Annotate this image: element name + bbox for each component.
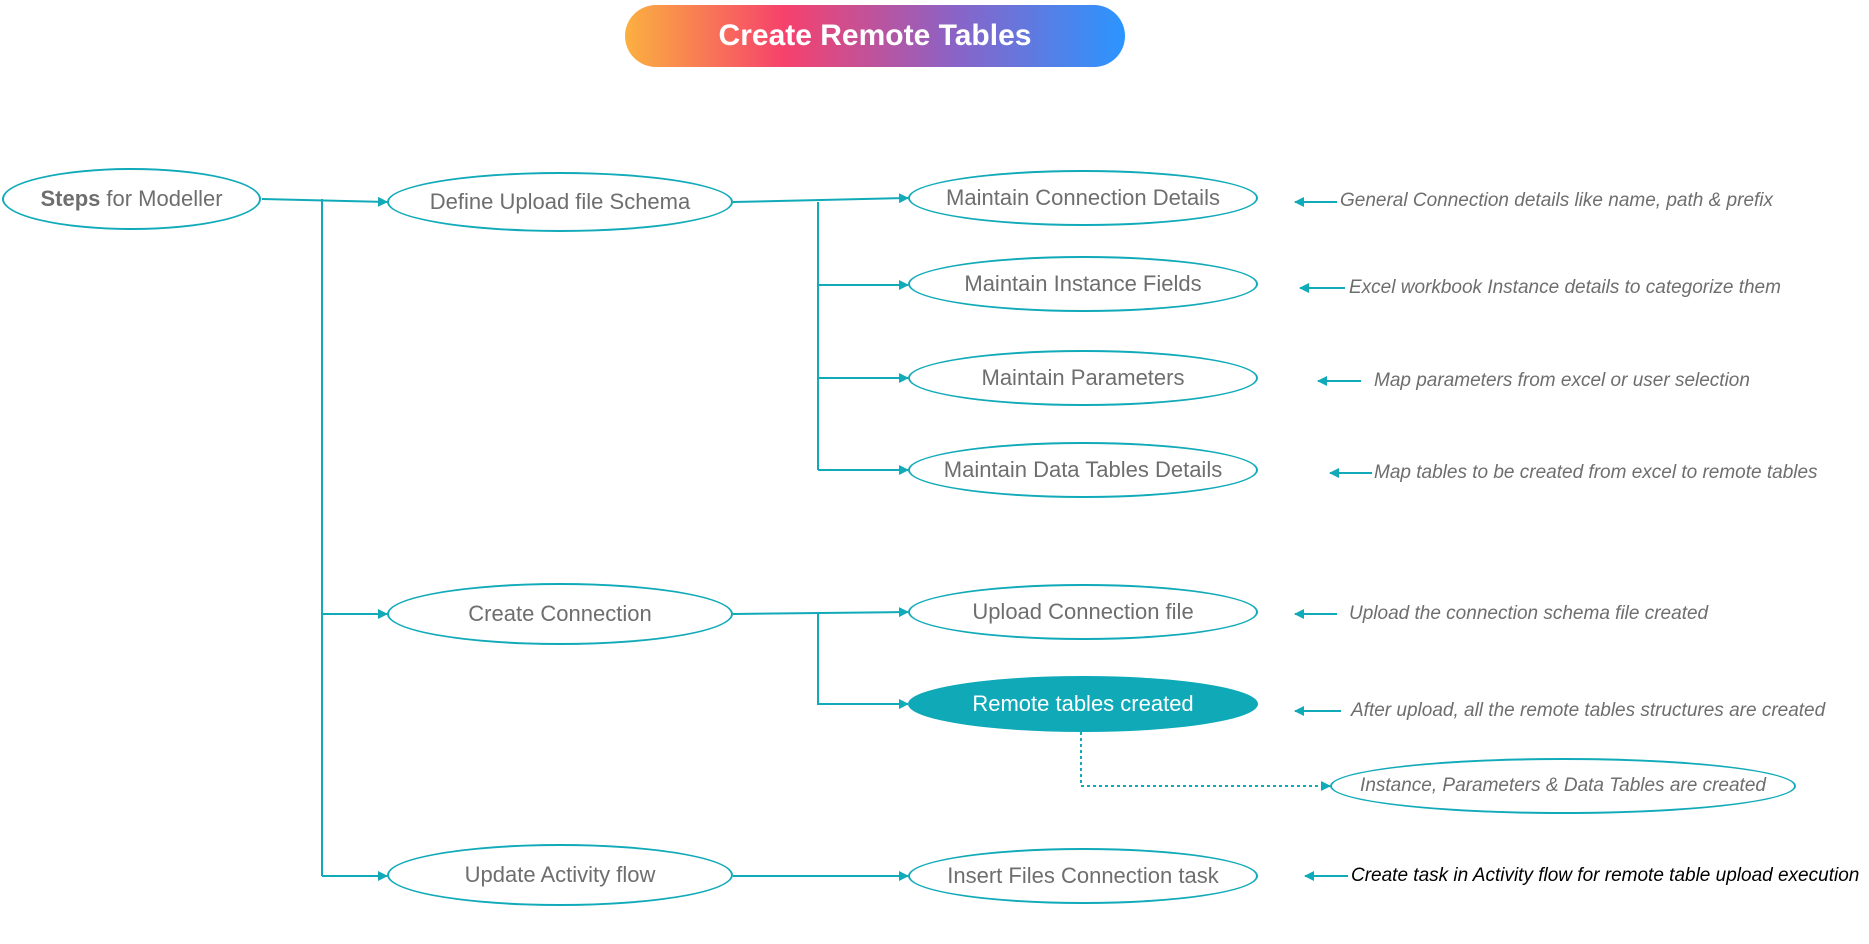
- root-node-steps-for-modeller: Steps for Modeller: [2, 168, 261, 230]
- annotation-remote-tables: After upload, all the remote tables stru…: [1351, 700, 1826, 721]
- annotation-instance-fields: Excel workbook Instance details to categ…: [1349, 277, 1781, 298]
- result-note-node: Instance, Parameters & Data Tables are c…: [1330, 758, 1796, 814]
- page-title: Create Remote Tables: [625, 5, 1125, 67]
- substep-maintain-parameters: Maintain Parameters: [908, 350, 1258, 406]
- root-node-bold-label: Steps: [40, 186, 101, 211]
- remote-tables-to-result-dotted-arrow: [1080, 732, 1331, 791]
- step-define-upload-file-schema: Define Upload file Schema: [387, 172, 733, 232]
- annotation-connection-details: General Connection details like name, pa…: [1340, 190, 1774, 211]
- connection-to-upload-file-arrow: [732, 607, 909, 618]
- connection-to-remote-tables-arrow: [817, 614, 909, 709]
- substep-insert-files-connection-task: Insert Files Connection task: [908, 848, 1258, 904]
- substep-maintain-instance-fields: Maintain Instance Fields: [908, 256, 1258, 312]
- annotation-upload-file: Upload the connection schema file create…: [1349, 603, 1709, 624]
- root-to-define-schema-arrow: [261, 196, 388, 207]
- schema-to-connection-details-arrow: [732, 193, 909, 204]
- substep-upload-connection-file: Upload Connection file: [908, 584, 1258, 640]
- root-node-label: for Modeller: [106, 186, 223, 211]
- step-create-connection: Create Connection: [387, 583, 733, 645]
- annotation-parameters: Map parameters from excel or user select…: [1374, 370, 1750, 391]
- substep-maintain-connection-details: Maintain Connection Details: [908, 170, 1258, 226]
- substep-maintain-data-tables-details: Maintain Data Tables Details: [908, 442, 1258, 498]
- step-update-activity-flow: Update Activity flow: [387, 844, 733, 906]
- annotation-data-tables: Map tables to be created from excel to r…: [1374, 462, 1818, 483]
- annotation-insert-task: Create task in Activity flow for remote …: [1351, 865, 1860, 886]
- substep-remote-tables-created: Remote tables created: [908, 676, 1258, 732]
